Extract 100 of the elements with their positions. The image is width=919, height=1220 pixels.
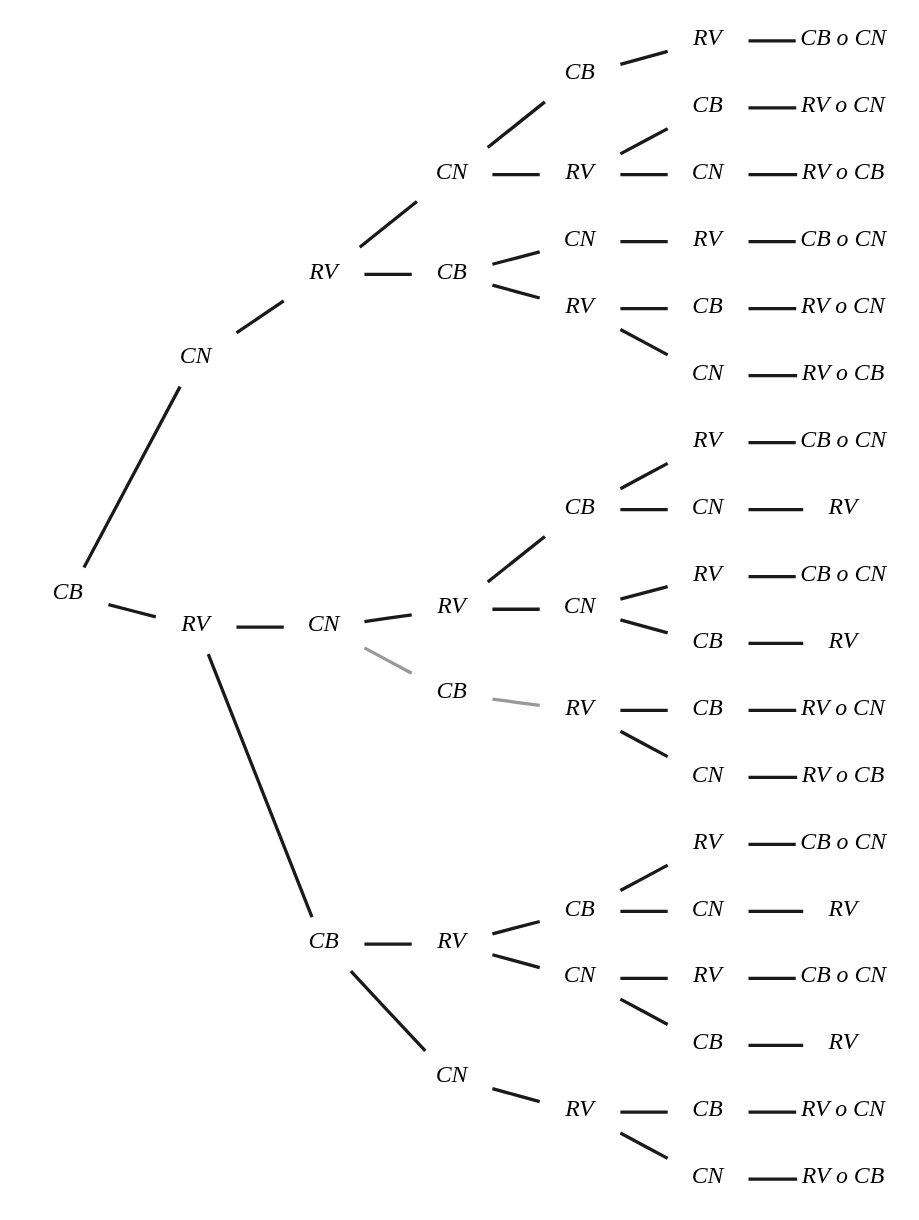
node-text: CB o CN <box>800 559 887 586</box>
node-text: CB <box>692 626 723 653</box>
node-text: CB <box>52 577 83 604</box>
connector <box>748 240 796 244</box>
connector <box>748 106 797 110</box>
node-text: CB o CN <box>800 224 887 251</box>
node-text: CB <box>692 1028 723 1055</box>
node-text: RV <box>309 257 338 284</box>
connector <box>82 385 182 569</box>
node-text: CN <box>691 1162 724 1189</box>
node-text: RV <box>437 592 466 619</box>
connector <box>619 127 669 156</box>
node-text: CN <box>435 1061 468 1088</box>
node-text: RV <box>693 559 722 586</box>
connector <box>358 200 418 249</box>
node-text: CN <box>307 610 340 637</box>
connector <box>492 919 541 936</box>
node-text: CN <box>179 342 212 369</box>
connector <box>748 1110 797 1114</box>
connector <box>364 942 412 946</box>
connector <box>748 574 796 579</box>
node-text: CB <box>692 1095 723 1122</box>
node-text: CN <box>691 157 724 184</box>
node-text: RV <box>828 492 858 519</box>
connector <box>748 641 804 646</box>
node-text: RV <box>565 1095 594 1122</box>
node-text: CN <box>691 894 724 921</box>
connector <box>486 100 546 149</box>
node-text: CB <box>692 693 723 720</box>
node-text: RV <box>693 425 722 452</box>
node-text: CB <box>436 677 467 704</box>
node-text: CB <box>436 257 467 284</box>
connector <box>620 909 668 913</box>
node-text: CB <box>564 894 595 921</box>
connector <box>364 272 412 277</box>
connector <box>486 535 546 584</box>
node-text: CB o CN <box>800 961 887 988</box>
node-text: RV o CB <box>801 157 885 184</box>
connector <box>492 250 541 266</box>
connector <box>748 909 804 913</box>
connector <box>619 328 669 357</box>
connector <box>619 585 669 601</box>
node-text: RV <box>828 894 858 921</box>
node-text: CB <box>564 492 595 519</box>
connector <box>236 625 284 629</box>
connector <box>748 39 796 43</box>
node-text: CN <box>563 224 596 251</box>
connector <box>619 461 669 491</box>
connector <box>492 283 541 300</box>
node-text: CB <box>692 90 723 117</box>
connector <box>620 240 668 244</box>
node-text: RV <box>181 610 210 637</box>
connector <box>492 697 540 707</box>
connector <box>349 970 427 1053</box>
node-text: RV <box>565 291 594 318</box>
connector <box>619 49 669 66</box>
connector <box>619 618 669 635</box>
connector <box>492 173 540 177</box>
node-text: RV o CN <box>801 693 885 720</box>
node-text: RV o CB <box>801 1162 885 1189</box>
node-text: RV <box>437 927 466 954</box>
connector <box>108 602 157 619</box>
node-text: RV o CN <box>801 291 885 318</box>
connector <box>619 863 669 892</box>
node-text: RV <box>693 224 722 251</box>
connector <box>235 299 285 335</box>
connector <box>748 307 797 311</box>
node-text: CB <box>308 927 339 954</box>
node-text: RV <box>565 693 594 720</box>
node-text: CN <box>435 157 468 184</box>
connector <box>620 1110 668 1114</box>
connector <box>748 842 796 846</box>
node-text: CB <box>692 291 723 318</box>
connector <box>748 173 798 177</box>
connector <box>748 1177 798 1181</box>
connector <box>748 374 798 378</box>
node-text: RV <box>693 961 722 988</box>
connector <box>620 507 668 512</box>
node-text: CB o CN <box>800 23 887 50</box>
node-text: CB o CN <box>800 827 887 854</box>
node-text: RV o CN <box>801 1095 885 1122</box>
node-text: CN <box>691 760 724 787</box>
connector <box>620 307 668 311</box>
connector <box>492 607 540 611</box>
connector <box>748 1043 804 1047</box>
connector <box>619 997 669 1026</box>
connector <box>619 729 669 759</box>
connector <box>492 953 541 970</box>
node-text: CN <box>563 592 596 619</box>
node-text: RV o CB <box>801 358 885 385</box>
node-text: CB <box>564 58 595 85</box>
connector <box>620 173 668 177</box>
connector <box>620 708 668 713</box>
connector <box>364 613 412 624</box>
connector <box>748 440 796 445</box>
node-text: RV <box>828 1028 858 1055</box>
node-text: RV o CB <box>801 760 885 787</box>
node-text: RV o CN <box>801 90 885 117</box>
node-text: RV <box>693 23 722 50</box>
connector <box>748 708 797 713</box>
